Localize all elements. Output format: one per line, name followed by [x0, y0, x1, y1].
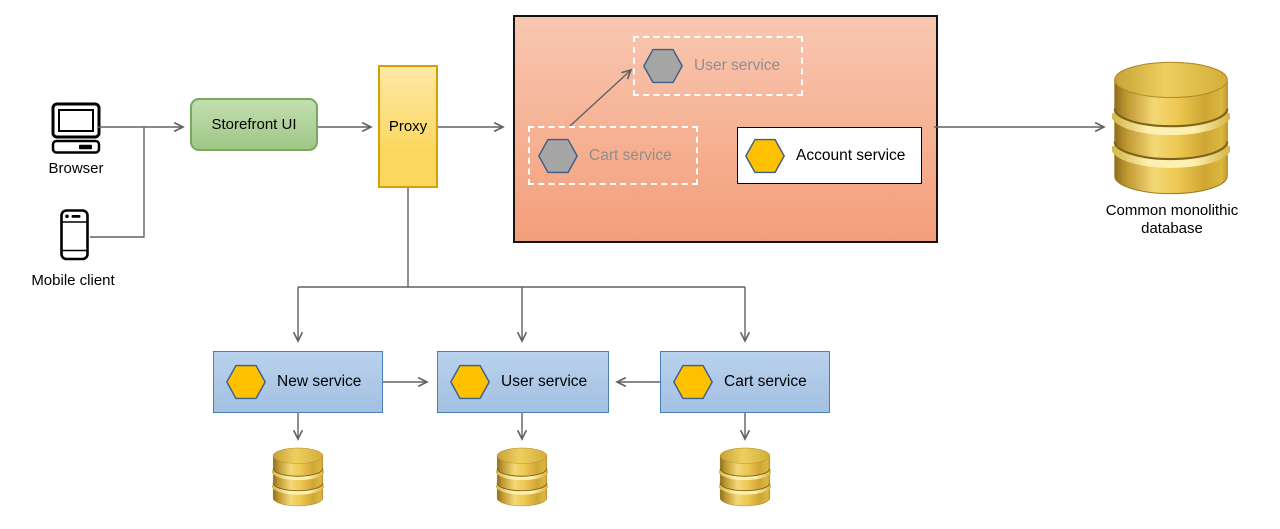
- hexagon-icon: [672, 363, 714, 401]
- monolith-cart-service-label: Cart service: [589, 146, 672, 164]
- cart-service-database-icon: [719, 447, 771, 507]
- hexagon-icon: [642, 47, 684, 85]
- common-monolithic-database-icon: [1115, 62, 1228, 193]
- browser-label: Browser: [48, 160, 104, 177]
- database-label-line2: database: [1141, 220, 1203, 237]
- monolith-user-service-node: User service: [633, 36, 803, 96]
- database-label: Common monolithic database: [1088, 202, 1256, 238]
- monolith-user-service-label: User service: [694, 57, 781, 74]
- account-service-label: Account service: [796, 146, 906, 164]
- cart-service-node: Cart service: [660, 351, 830, 413]
- hexagon-icon: [449, 363, 491, 401]
- monolith-cart-service-node: Cart service: [528, 126, 698, 185]
- user-service-database-icon: [496, 447, 548, 507]
- cart-service-label: Cart service: [724, 373, 807, 390]
- storefront-ui-label: Storefront UI: [211, 116, 297, 133]
- new-service-database-icon: [272, 447, 324, 507]
- mobile-client-icon: [60, 209, 89, 261]
- database-label-line1: Common monolithic: [1105, 202, 1239, 219]
- hexagon-icon: [744, 137, 786, 175]
- mobile-client-label: Mobile client: [31, 272, 115, 289]
- user-service-label: User service: [501, 373, 588, 390]
- hexagon-icon: [225, 363, 267, 401]
- new-service-label: New service: [277, 373, 362, 390]
- proxy-label: Proxy: [388, 118, 428, 135]
- hexagon-icon: [537, 137, 579, 175]
- proxy-node: Proxy: [378, 65, 438, 188]
- browser-icon: [51, 102, 101, 154]
- storefront-ui-node: Storefront UI: [190, 98, 318, 151]
- user-service-node: User service: [437, 351, 609, 413]
- new-service-node: New service: [213, 351, 383, 413]
- account-service-node: Account service: [737, 127, 922, 184]
